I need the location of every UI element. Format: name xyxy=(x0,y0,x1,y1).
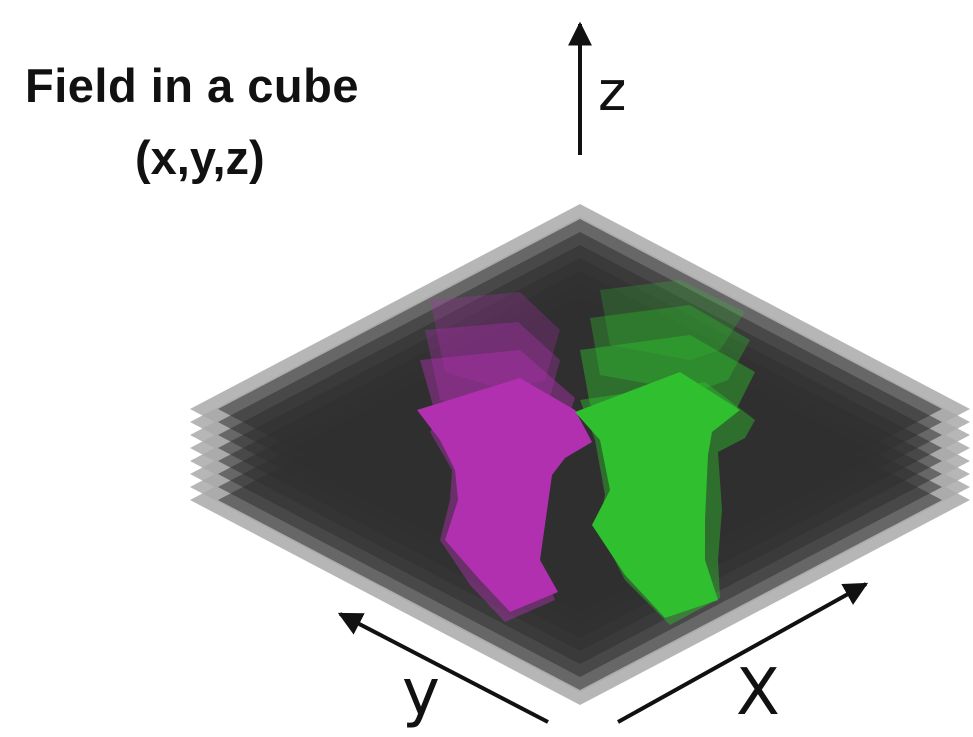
x-axis-arrow xyxy=(617,582,869,724)
diagram-subtitle: (x,y,z) xyxy=(135,131,265,184)
magenta-region-solid xyxy=(417,378,592,612)
y-axis-arrow xyxy=(337,612,549,724)
green-region xyxy=(575,280,755,625)
magenta-region-ghost xyxy=(430,292,560,390)
y-axis-label: y xyxy=(402,656,440,730)
magenta-region xyxy=(417,292,592,622)
z-axis-label: z xyxy=(598,60,627,123)
green-region-ghost xyxy=(590,305,750,392)
green-region-solid xyxy=(575,372,740,618)
diagram-title: Field in a cube xyxy=(25,59,359,112)
green-region-ghost xyxy=(600,280,745,360)
slice-core xyxy=(218,219,942,599)
x-axis-label: X xyxy=(736,656,780,730)
slice-stack xyxy=(190,204,970,705)
